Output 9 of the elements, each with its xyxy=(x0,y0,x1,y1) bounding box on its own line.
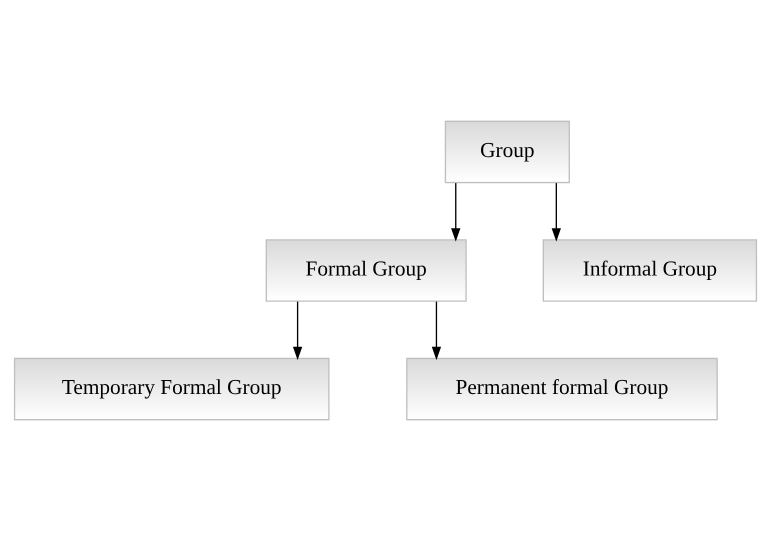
node-box: Temporary Formal Group xyxy=(13,357,330,420)
arrow xyxy=(292,301,302,360)
node-box: Group xyxy=(444,120,570,183)
node-box: Formal Group xyxy=(265,238,466,302)
node-box: Informal Group xyxy=(542,238,757,302)
arrow xyxy=(551,182,560,242)
arrow xyxy=(431,301,441,360)
arrow xyxy=(450,182,460,242)
node-box: Permanent formal Group xyxy=(406,357,718,420)
